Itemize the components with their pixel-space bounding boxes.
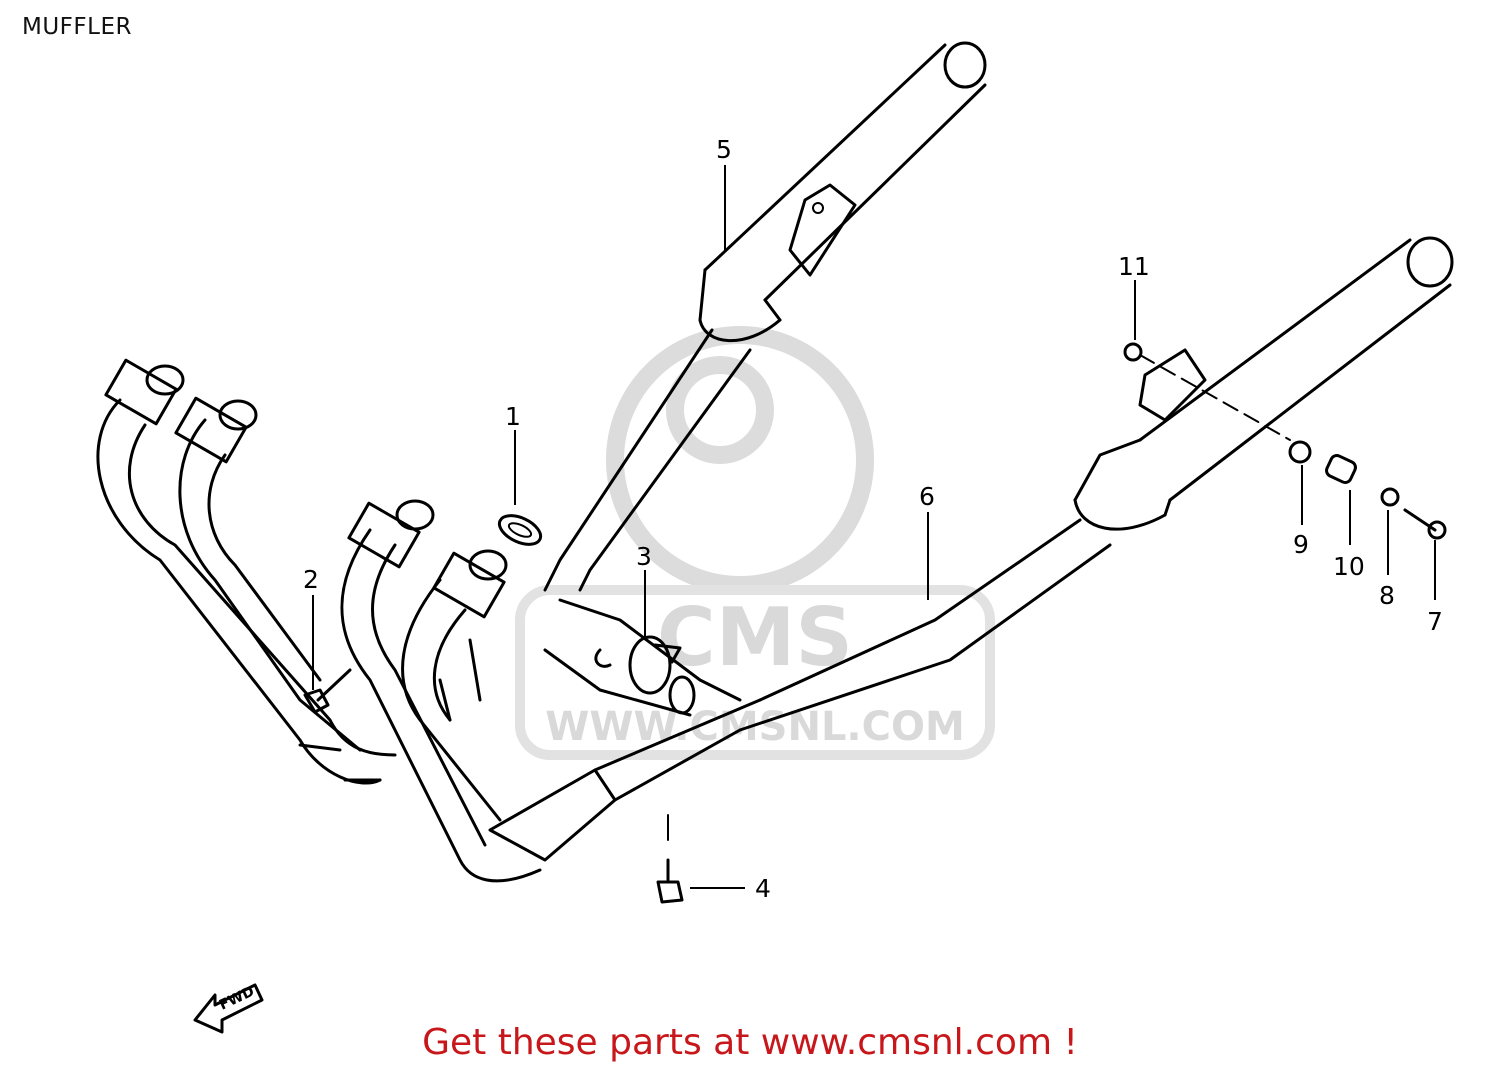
callout-11: 11 [1118,252,1150,281]
callout-3: 3 [636,542,652,571]
gasket-part [497,514,543,546]
callout-9: 9 [1293,530,1309,559]
callout-10: 10 [1333,552,1365,581]
exhaust-flanges [104,358,508,619]
bolt-4 [656,814,684,904]
watermark: CMS WWW.CMSNL.COM [515,326,995,760]
callout-8: 8 [1379,581,1395,610]
muffler-left [543,41,987,592]
fwd-label: FWD [217,984,257,1014]
callout-leaders [312,165,1436,889]
page-title: MUFFLER [22,14,132,40]
callout-4: 4 [755,874,771,903]
muffler-right [738,236,1454,732]
footer-link-text[interactable]: Get these parts at www.cmsnl.com ! [422,1022,1078,1063]
callout-6: 6 [919,482,935,511]
exhaust-headers [96,398,542,883]
mounting-hardware [1123,342,1447,540]
clamp-part [594,635,682,695]
callout-5: 5 [716,135,732,164]
collector-pipe [438,598,762,862]
callout-2: 2 [303,565,319,594]
watermark-url: WWW.CMSNL.COM [545,704,965,750]
bolt-2 [303,668,352,714]
callout-labels: 1 2 3 4 5 6 7 8 9 10 11 [303,135,1443,903]
watermark-logo-text: CMS [657,591,853,684]
callout-1: 1 [505,402,521,431]
callout-7: 7 [1427,607,1443,636]
